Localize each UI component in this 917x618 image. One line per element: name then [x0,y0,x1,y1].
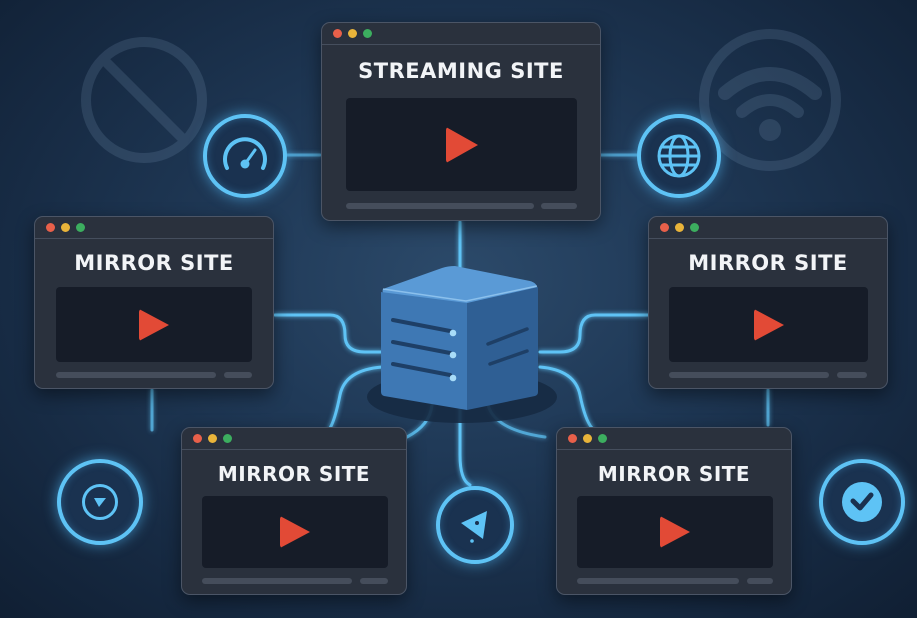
globe-icon [637,114,721,198]
progress-bar [577,578,739,584]
window-titlebar [649,217,887,239]
time-bar [747,578,773,584]
maximize-dot [363,29,372,38]
maximize-dot [76,223,85,232]
mirror-site-title: MIRROR SITE [74,251,234,275]
close-dot [333,29,342,38]
time-bar [837,372,867,378]
speedometer-icon [203,114,287,198]
close-dot [46,223,55,232]
streaming-site-window: STREAMING SITE [321,22,601,221]
close-dot [193,434,202,443]
play-icon[interactable] [445,126,478,163]
window-titlebar [322,23,600,45]
time-bar [224,372,252,378]
maximize-dot [690,223,699,232]
maximize-dot [598,434,607,443]
maximize-dot [223,434,232,443]
pin-inner-ring [82,484,118,520]
play-icon[interactable] [139,308,169,341]
video-player[interactable] [202,496,388,568]
wifi-icon [699,29,841,171]
minimize-dot [61,223,70,232]
progress-bar [346,203,534,209]
time-bar [360,578,388,584]
video-player[interactable] [346,98,577,191]
progress-bar [669,372,829,378]
send-arrow-icon[interactable] [436,486,514,564]
close-dot [568,434,577,443]
minimize-dot [348,29,357,38]
mirror-site-title: MIRROR SITE [217,462,371,486]
window-titlebar [35,217,273,239]
close-dot [660,223,669,232]
play-icon[interactable] [280,516,310,548]
minimize-dot [583,434,592,443]
minimize-dot [208,434,217,443]
mirror-site-window-left: MIRROR SITE [34,216,274,389]
blocked-icon [81,37,207,163]
mirror-site-window-bottom-right: MIRROR SITE [556,427,792,595]
video-player[interactable] [577,496,773,568]
mirror-site-title: MIRROR SITE [597,462,751,486]
video-player[interactable] [669,287,868,362]
progress-bar [202,578,352,584]
check-badge [842,482,882,522]
mirror-site-window-bottom-left: MIRROR SITE [181,427,407,595]
checkmark-icon [819,459,905,545]
progress-bar [56,372,216,378]
location-pin-icon [57,459,143,545]
play-icon[interactable] [753,308,784,341]
time-bar [541,203,577,209]
mirror-site-title: MIRROR SITE [688,251,848,275]
window-titlebar [182,428,406,450]
mirror-site-window-right: MIRROR SITE [648,216,888,389]
minimize-dot [675,223,684,232]
window-titlebar [557,428,791,450]
streaming-site-title: STREAMING SITE [358,59,564,83]
play-icon[interactable] [660,516,690,548]
video-player[interactable] [56,287,252,362]
